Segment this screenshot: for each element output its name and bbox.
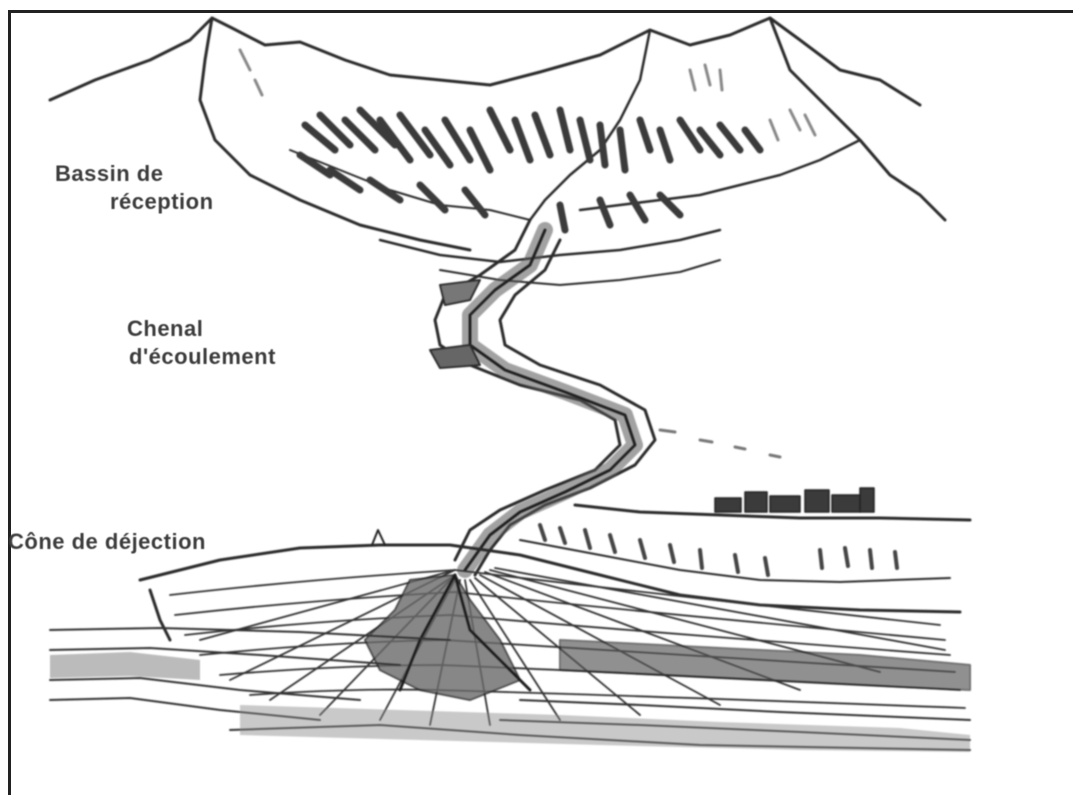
label-bassin-de-reception: Bassin de réception — [55, 160, 214, 216]
basin-light-streaks — [240, 50, 815, 140]
label-cone-de-dejection: Cône de déjection — [8, 528, 206, 556]
label-cone-text: Cône de déjection — [8, 528, 206, 556]
channel-spray — [660, 430, 780, 457]
foreground-shading-bottom — [240, 705, 970, 752]
label-chenal-line1: Chenal — [127, 315, 276, 343]
mountain-ridge — [50, 18, 920, 105]
fan-lower-edge — [150, 590, 170, 640]
basin-gullies — [300, 110, 760, 230]
channel-lobe-1 — [430, 345, 480, 368]
label-chenal-line2: d'écoulement — [127, 343, 276, 371]
village — [715, 488, 874, 512]
foreground-dark-band — [560, 640, 970, 690]
label-chenal-d-ecoulement: Chenal d'écoulement — [127, 315, 276, 371]
pointer-mark — [372, 530, 385, 545]
mountain-right-slope — [770, 18, 945, 220]
label-bassin-line2: réception — [55, 188, 214, 216]
plain-shrubs — [540, 525, 897, 575]
label-bassin-line1: Bassin de — [55, 160, 214, 188]
foreground-shading-left — [50, 652, 200, 680]
